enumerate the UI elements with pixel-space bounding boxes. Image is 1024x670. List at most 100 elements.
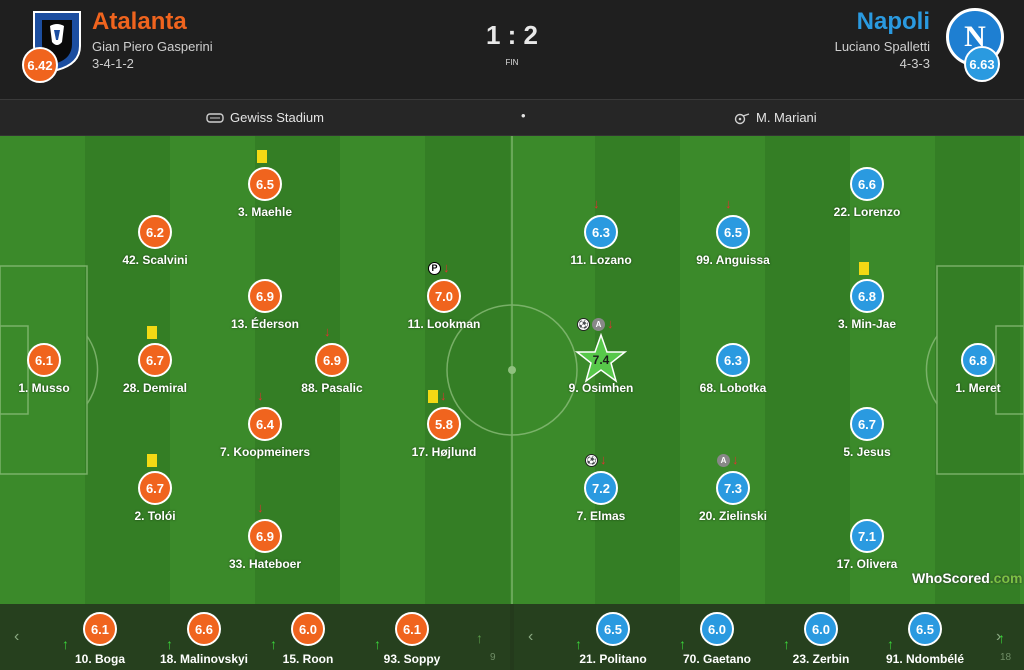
sub-off-arrow-icon: ↓ <box>324 324 331 339</box>
player-rating: 6.3 <box>716 343 750 377</box>
away-team-rating: 6.63 <box>964 46 1000 82</box>
player-17-olivera[interactable]: 7.1 17. Olivera <box>802 519 932 599</box>
player-rating: 6.5 <box>248 167 282 201</box>
substitute-name: 91. Ndombélé <box>885 652 965 666</box>
sub-on-arrow-icon: ↑ <box>166 636 173 652</box>
away-bench-next-button[interactable]: › <box>996 628 1002 645</box>
player-name: 88. Pasalic <box>301 381 363 395</box>
whistle-icon <box>734 112 750 124</box>
player-name: 17. Olivera <box>836 557 898 571</box>
player-name: 20. Zielinski <box>698 509 768 523</box>
sub-off-arrow-icon: ↓ <box>593 196 600 211</box>
away-team-name[interactable]: Napoli <box>856 8 930 35</box>
player-name: 13. Éderson <box>230 317 300 331</box>
player-11-lozano[interactable]: 6.3↓11. Lozano <box>536 197 666 295</box>
player-events: ↓ <box>428 389 447 403</box>
player-rating: 5.8 <box>427 407 461 441</box>
player-name: 2. Tolói <box>134 509 176 523</box>
player-88-pasalic[interactable]: 6.9 ↓ 88. Pasalic <box>267 325 397 423</box>
player-7-elmas[interactable]: 7.2⚽↓7. Elmas <box>536 453 666 551</box>
player-name: 68. Lobotka <box>699 381 767 395</box>
substitute-rating: 6.1 <box>83 612 117 646</box>
sub-on-arrow-icon: ↑ <box>476 630 483 646</box>
substitute-name: 21. Politano <box>579 652 647 666</box>
player-17-h-jlund[interactable]: 5.8 ↓ 17. Højlund <box>379 389 509 487</box>
player-name: 17. Højlund <box>411 445 477 459</box>
player-33-hateboer[interactable]: 6.9↓33. Hateboer <box>200 501 330 599</box>
yellow-card-icon <box>257 149 267 163</box>
player-rating: 6.9 <box>315 343 349 377</box>
yellow-card-icon <box>859 261 869 275</box>
player-rating: 6.8 <box>961 343 995 377</box>
stadium-info: Gewiss Stadium <box>206 110 324 125</box>
away-coach: Luciano Spalletti <box>834 39 930 54</box>
ball-icon: ⚽ <box>585 453 598 467</box>
player-9-osimhen[interactable]: 7.4⚽A↓9. Osimhen <box>536 317 666 423</box>
player-13-derson[interactable]: 6.9 13. Éderson <box>200 279 330 359</box>
player-rating: 7.0 <box>427 279 461 313</box>
stadium-name: Gewiss Stadium <box>230 110 324 125</box>
player-1-musso[interactable]: 6.1 1. Musso <box>0 343 109 423</box>
substitute-name: 15. Roon <box>282 652 334 666</box>
match-header: 6.42 Atalanta Gian Piero Gasperini 3-4-1… <box>0 0 1024 100</box>
player-events <box>147 325 157 339</box>
player-7-koopmeiners[interactable]: 6.4↓7. Koopmeiners <box>200 389 330 487</box>
player-events <box>859 261 869 275</box>
player-rating: 6.9 <box>248 279 282 313</box>
player-68-lobotka[interactable]: 6.3 68. Lobotka <box>668 343 798 423</box>
player-events <box>147 453 157 467</box>
player-99-anguissa[interactable]: 6.5↓99. Anguissa <box>668 197 798 295</box>
sub-off-arrow-icon: ↓ <box>607 316 614 331</box>
home-team-name[interactable]: Atalanta <box>92 8 187 35</box>
player-events: ↓ <box>725 197 732 211</box>
player-events: P↓ <box>428 261 450 275</box>
player-rating: 7.1 <box>850 519 884 553</box>
player-rating: 7.2 <box>584 471 618 505</box>
player-events: A↓ <box>717 453 739 467</box>
sub-off-arrow-icon: ↓ <box>440 388 447 403</box>
player-name: 1. Musso <box>18 381 70 395</box>
home-coach: Gian Piero Gasperini <box>92 39 213 54</box>
substitute-name: 93. Soppy <box>383 652 441 666</box>
referee-info: M. Mariani <box>734 110 817 125</box>
away-bench-prev-button[interactable]: ‹ <box>528 628 534 645</box>
home-bench-prev-button[interactable]: ‹ <box>14 628 20 645</box>
whoscored-logo: WhoScored.com <box>912 570 1023 586</box>
home-formation: 3-4-1-2 <box>92 56 134 71</box>
player-rating: 7.3 <box>716 471 750 505</box>
pitch-markings <box>0 136 1024 604</box>
player-rating: 6.2 <box>138 215 172 249</box>
ball-icon: ⚽ <box>577 317 590 331</box>
player-rating: 6.1 <box>27 343 61 377</box>
player-events: ⚽A↓ <box>577 317 614 331</box>
sub-off-arrow-icon: ↓ <box>600 452 607 467</box>
substitute-rating: 6.5 <box>596 612 630 646</box>
player-name: 5. Jesus <box>843 445 891 459</box>
referee-name: M. Mariani <box>756 110 817 125</box>
substitute-rating: 6.1 <box>395 612 429 646</box>
player-rating: 6.3 <box>584 215 618 249</box>
home-bench-partial-number: 9 <box>490 652 496 663</box>
yellow-card-icon <box>428 389 438 403</box>
sub-off-arrow-icon: ↓ <box>257 500 264 515</box>
player-20-zielinski[interactable]: 7.3 A↓ 20. Zielinski <box>668 453 798 551</box>
sub-on-arrow-icon: ↑ <box>270 636 277 652</box>
